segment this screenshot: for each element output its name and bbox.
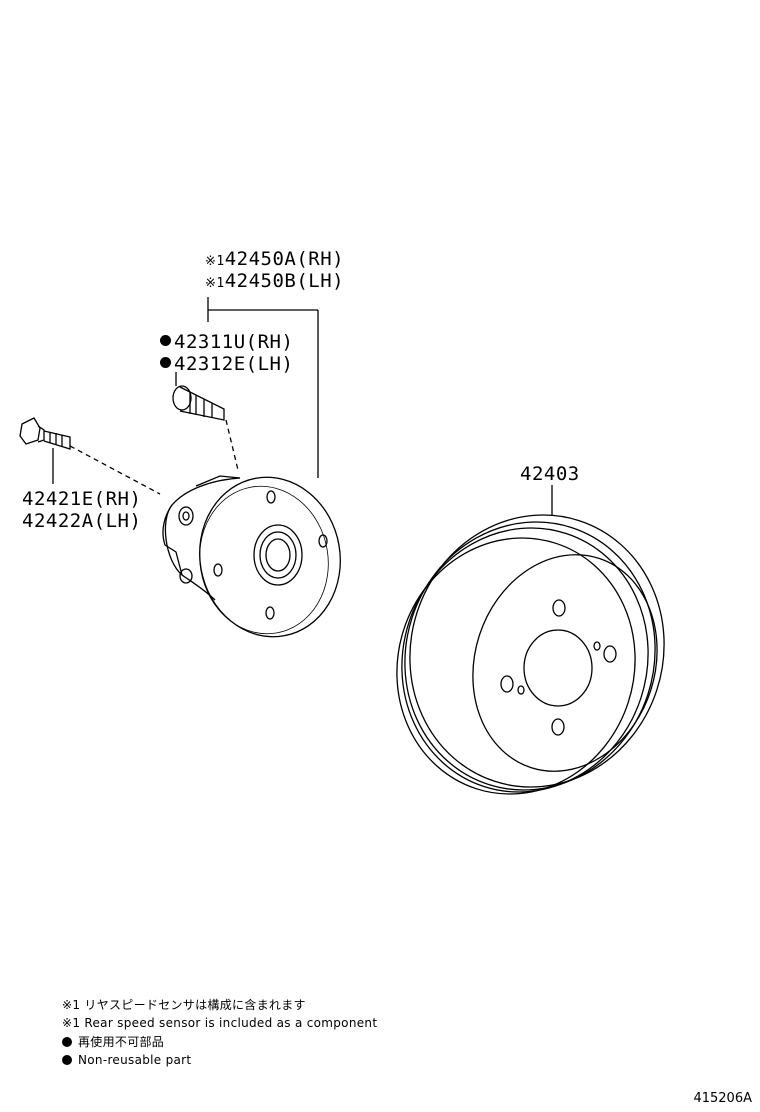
part-number: 42421E(RH) <box>22 488 142 510</box>
note-mark: ※1 <box>205 276 225 291</box>
part-number: 42403 <box>520 463 580 485</box>
note-sensor-en: ※1 Rear speed sensor is included as a co… <box>62 1015 377 1031</box>
hub-bolt-lh-label: 42312E(LH) <box>160 353 293 375</box>
hub-assembly-leader <box>207 297 319 478</box>
part-number: 42450B(LH) <box>224 270 345 292</box>
part-number: 42450A(RH) <box>224 248 345 270</box>
non-reusable-dot-icon <box>62 1054 72 1065</box>
note-text: ※1 リヤスピードセンサは構成に含まれます <box>62 998 306 1012</box>
hub-bolt-rh-label: 42311U(RH) <box>160 331 293 353</box>
hub-assembly-drawing <box>162 475 341 638</box>
brake-drum-label: 42403 <box>520 463 580 485</box>
note-nonreusable-jp: 再使用不可部品 <box>62 1034 164 1050</box>
part-number: 42312E(LH) <box>174 353 294 375</box>
hub-bolt-drawing <box>172 385 225 421</box>
figure-id: 415206A <box>693 1091 752 1106</box>
part-number: 42311U(RH) <box>174 331 294 353</box>
note-sensor-jp: ※1 リヤスピードセンサは構成に含まれます <box>62 997 306 1013</box>
hub-assembly-lh-label: ※142450B(LH) <box>205 270 344 295</box>
flange-bolt-drawing <box>19 417 71 450</box>
hub-bolt-dashed-line <box>225 419 239 471</box>
note-text: ※1 Rear speed sensor is included as a co… <box>62 1016 378 1030</box>
non-reusable-dot-icon <box>62 1036 72 1047</box>
flange-bolt-lh-label: 42422A(LH) <box>22 510 141 532</box>
non-reusable-dot-icon <box>160 357 171 368</box>
note-text: 再使用不可部品 <box>78 1035 165 1049</box>
note-nonreusable-en: Non-reusable part <box>62 1052 191 1068</box>
brake-drum-drawing <box>396 514 665 795</box>
non-reusable-dot-icon <box>160 335 171 346</box>
part-number: 42422A(LH) <box>22 510 142 532</box>
hub-assembly-rh-label: ※142450A(RH) <box>205 248 344 273</box>
flange-bolt-rh-label: 42421E(RH) <box>22 488 141 510</box>
note-text: Non-reusable part <box>78 1053 192 1067</box>
note-mark: ※1 <box>205 254 225 269</box>
flange-bolt-dashed-line <box>69 445 161 495</box>
